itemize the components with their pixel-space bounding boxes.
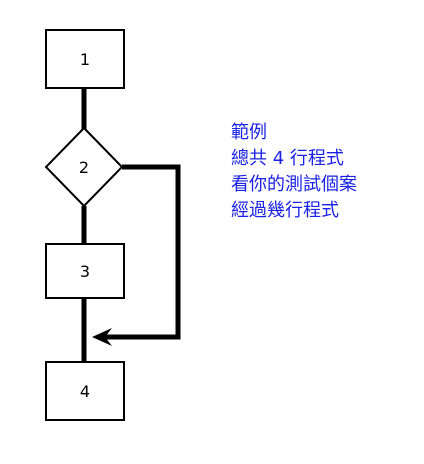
node-1-box <box>45 29 125 89</box>
node-2-label: 2 <box>79 158 89 177</box>
note-line-4: 經過幾行程式 <box>231 200 339 221</box>
loop-arrowhead <box>92 328 112 346</box>
node-1-label: 1 <box>80 50 90 69</box>
node-4-box <box>45 361 125 421</box>
note-line-3: 看你的測試個案 <box>231 174 357 195</box>
node-3-box <box>45 243 125 299</box>
example-note: 範例 總共 4 行程式 看你的測試個案 經過幾行程式 <box>231 120 357 224</box>
node-4-label: 4 <box>80 382 90 401</box>
node-3-label: 3 <box>80 262 90 281</box>
note-line-title: 範例 <box>231 122 267 143</box>
node-2-diamond <box>44 126 124 208</box>
edge-2-loop <box>104 164 181 340</box>
note-line-2: 總共 4 行程式 <box>231 148 344 169</box>
